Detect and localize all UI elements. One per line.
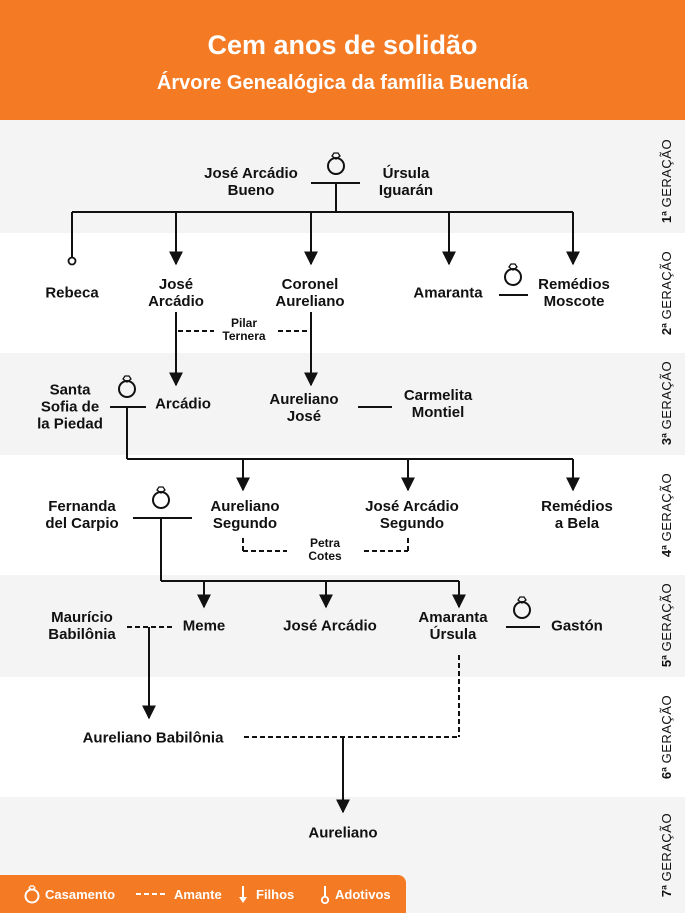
- legend-filhos: Filhos: [256, 887, 295, 902]
- ring-icon: [118, 375, 136, 398]
- lover-petra-cotes: Petra Cotes: [308, 536, 342, 563]
- adoptive-dot-icon: [67, 256, 77, 266]
- person-aureliano: Aureliano: [308, 824, 378, 842]
- person-remedios-moscote: Remédios Moscote: [538, 276, 610, 310]
- person-gaston: Gastón: [551, 617, 603, 635]
- ring-icon: [327, 152, 345, 175]
- person-carmelita-montiel: Carmelita Montiel: [403, 387, 473, 421]
- legend-arrow-down-icon: [239, 886, 247, 903]
- person-jose-arcadio-gen5: José Arcádio: [283, 617, 377, 635]
- person-aureliano-babilonia: Aureliano Babilônia: [82, 729, 224, 747]
- person-meme: Meme: [182, 617, 226, 635]
- page-subtitle: Árvore Genealógica da família Buendía: [156, 72, 529, 94]
- legend-casamento: Casamento: [45, 887, 116, 902]
- person-jose-arcadio: José Arcádio: [148, 276, 204, 310]
- legend-ring-icon: [24, 885, 40, 904]
- person-aureliano-jose: Aureliano José: [269, 391, 339, 425]
- person-amaranta: Amaranta: [413, 284, 483, 302]
- legend-dash-icon: [136, 893, 166, 895]
- legend-adoptive-dot-icon: [320, 886, 330, 905]
- lover-pilar-ternera: Pilar Ternera: [222, 316, 266, 343]
- generation-band-1: [0, 120, 685, 233]
- ring-icon: [504, 263, 522, 286]
- generation-band-5: [0, 575, 685, 677]
- generation-band-3: [0, 353, 685, 455]
- ring-icon: [513, 596, 531, 619]
- person-jose-arcadio-segundo: José Arcádio Segundo: [365, 498, 459, 532]
- legend-amante: Amante: [174, 887, 222, 902]
- legend-adotivos: Adotivos: [335, 887, 391, 902]
- person-jose-arcadio-bueno: José Arcádio Bueno: [204, 165, 298, 199]
- person-ursula-iguaran: Úrsula Iguarán: [378, 165, 434, 199]
- person-amaranta-ursula: Amaranta Úrsula: [418, 609, 488, 643]
- person-arcadio: Arcádio: [155, 395, 211, 413]
- person-aureliano-segundo: Aureliano Segundo: [210, 498, 280, 532]
- person-rebeca: Rebeca: [45, 284, 99, 302]
- person-santa-sofia: Santa Sofia de la Piedad: [37, 381, 103, 433]
- person-mauricio-babilonia: Maurício Babilônia: [48, 609, 116, 643]
- ring-icon: [152, 486, 170, 509]
- header-banner: Cem anos de solidão Árvore Genealógica d…: [0, 0, 685, 120]
- page-title: Cem anos de solidão: [207, 30, 478, 60]
- person-remedios-a-bela: Remédios a Bela: [541, 498, 613, 532]
- person-fernanda-del-carpio: Fernanda del Carpio: [45, 498, 119, 532]
- legend: Casamento Amante Filhos Adotivos: [0, 875, 406, 913]
- person-coronel-aureliano: Coronel Aureliano: [275, 276, 345, 310]
